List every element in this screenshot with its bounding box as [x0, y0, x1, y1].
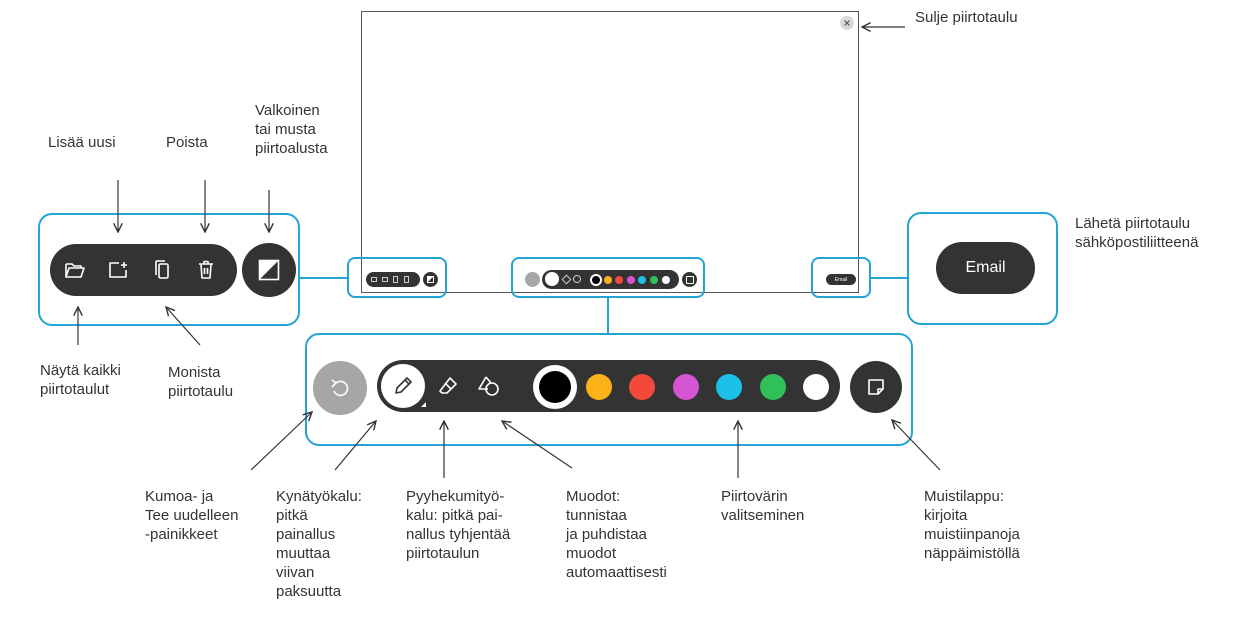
mini-color-swatch-white[interactable]: [661, 275, 670, 284]
mini-contrast-icon: [427, 276, 434, 283]
color-swatch-green[interactable]: [759, 374, 786, 400]
mini-contrast-button[interactable]: [423, 272, 438, 287]
mini-color-swatch-red[interactable]: [615, 275, 624, 284]
label-sticky: Muistilappu: kirjoita muistiinpanoja näp…: [924, 488, 1020, 562]
mini-board-controls-callout: [347, 257, 447, 298]
mini-color-swatch-yellow[interactable]: [603, 275, 612, 284]
color-swatch-yellow[interactable]: [585, 374, 612, 400]
eraser-tool-button[interactable]: [430, 366, 466, 406]
background-toggle-button[interactable]: [242, 243, 296, 297]
whiteboard-canvas[interactable]: [361, 11, 859, 293]
mini-color-swatch-cyan[interactable]: [638, 275, 647, 284]
mini-undo-button[interactable]: [525, 272, 540, 287]
label-close: Sulje piirtotaulu: [915, 9, 1018, 26]
sticky-note-icon: [868, 379, 884, 395]
mini-copy-icon[interactable]: [393, 276, 398, 283]
email-button-label: Email: [965, 259, 1006, 276]
mini-color-swatch-black[interactable]: [590, 273, 602, 286]
color-swatch-white[interactable]: [803, 374, 829, 400]
show-all-boards-button[interactable]: [60, 255, 90, 285]
label-pen: Kynätyökalu: pitkä painallus muuttaa vii…: [276, 488, 362, 600]
mini-sticky-icon: [685, 275, 694, 284]
label-duplicate: Monista piirtotaulu: [168, 364, 234, 400]
label-show-all: Näytä kaikki piirtotaulut: [40, 362, 121, 398]
mini-email-button[interactable]: Email: [826, 274, 856, 285]
mini-sticky-button[interactable]: [682, 272, 697, 287]
label-undo-redo: Kumoa- ja Tee uudelleen -painikkeet: [145, 488, 239, 543]
drawing-toolbar-callout: [305, 333, 913, 446]
label-colors: Piirtovärin valitseminen: [721, 488, 805, 524]
color-swatch-magenta[interactable]: [672, 374, 699, 400]
pen-tool-button[interactable]: [381, 364, 425, 408]
contrast-icon: [258, 259, 280, 281]
label-shapes: Muodot: tunnistaa ja puhdistaa muodot au…: [566, 488, 667, 581]
undo-icon: [331, 379, 349, 397]
shapes-icon: [478, 376, 499, 396]
mini-shapes-icon[interactable]: [573, 275, 581, 283]
color-swatch-cyan[interactable]: [716, 374, 742, 400]
mini-color-swatch-green[interactable]: [650, 275, 658, 284]
close-icon: [844, 20, 850, 26]
label-bg-toggle: Valkoinen tai musta piirtoalusta: [255, 102, 328, 157]
add-board-icon: [109, 262, 127, 278]
undo-button[interactable]: [313, 361, 367, 415]
label-eraser: Pyyhekumityö- kalu: pitkä pai- nallus ty…: [406, 488, 511, 562]
pen-icon: [395, 377, 412, 394]
add-new-board-button[interactable]: [103, 255, 133, 285]
mini-drawing-toolbar-callout: [511, 257, 705, 298]
email-callout: [907, 212, 1058, 325]
mini-folder-icon[interactable]: [371, 277, 377, 282]
copy-icon: [155, 260, 169, 279]
duplicate-board-button[interactable]: [148, 255, 178, 285]
trash-icon: [199, 260, 213, 279]
sticky-note-button[interactable]: [850, 361, 902, 413]
mini-email-label: Email: [834, 276, 848, 283]
mini-trash-icon[interactable]: [404, 276, 409, 283]
color-swatch-black[interactable]: [533, 365, 577, 409]
mini-email-callout: [811, 257, 871, 298]
delete-board-button[interactable]: [191, 255, 221, 285]
folder-icon: [65, 263, 85, 278]
shapes-tool-button[interactable]: [471, 366, 507, 406]
selected-color-dot: [539, 371, 571, 403]
mini-color-swatch-magenta[interactable]: [626, 275, 635, 284]
color-swatch-red[interactable]: [629, 374, 655, 400]
label-send: Lähetä piirtotaulu sähköpostiliitteenä: [1075, 215, 1199, 251]
mini-add-icon[interactable]: [382, 277, 388, 282]
label-delete: Poista: [166, 134, 208, 151]
eraser-icon: [439, 377, 457, 394]
label-add-new: Lisää uusi: [48, 134, 116, 151]
close-whiteboard-button[interactable]: [840, 16, 854, 30]
arrow-undo: [250, 412, 312, 471]
email-button[interactable]: Email: [936, 242, 1035, 294]
pen-thickness-indicator: [421, 402, 426, 407]
mini-pen-button[interactable]: [545, 272, 559, 286]
board-controls-bar: [50, 244, 237, 296]
